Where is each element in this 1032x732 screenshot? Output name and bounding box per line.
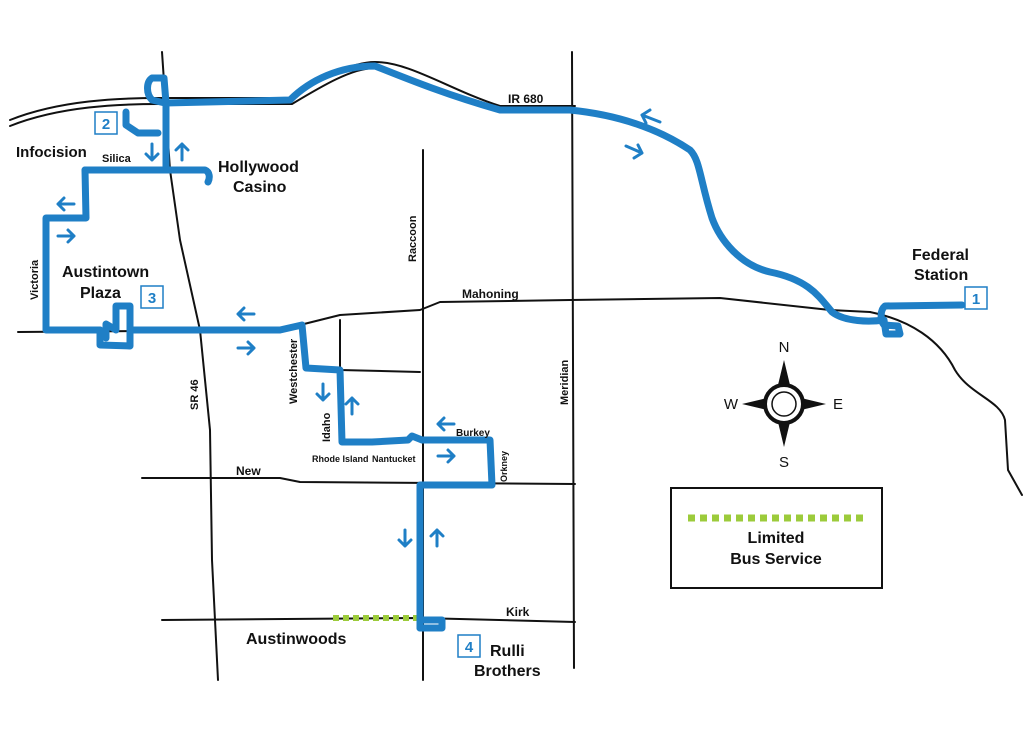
stop-4-number: 4 xyxy=(465,639,474,656)
label-meridian: Meridian xyxy=(559,359,571,405)
arrow-up-icon xyxy=(429,528,445,548)
bus-route xyxy=(42,62,966,632)
label-ir680: IR 680 xyxy=(508,92,544,106)
place-labels: Infocision Hollywood Casino Austintown P… xyxy=(16,144,969,680)
legend-line2: Bus Service xyxy=(730,551,822,568)
label-infocision: Infocision xyxy=(16,144,87,161)
compass-rose: N S W E xyxy=(724,339,843,471)
label-new: New xyxy=(236,464,261,478)
label-silica: Silica xyxy=(102,153,132,165)
stop-3-number: 3 xyxy=(148,290,156,307)
label-austintown: Austintown xyxy=(62,264,149,281)
compass-east-point xyxy=(801,398,826,410)
arrow-west-icon xyxy=(640,108,662,125)
label-sr46: SR 46 xyxy=(189,379,201,410)
label-rhode-island: Rhode Island xyxy=(312,454,369,464)
arrow-up-icon xyxy=(174,142,190,162)
stop-1-number: 1 xyxy=(972,291,980,308)
arrow-east-icon xyxy=(624,143,644,160)
road-labels: IR 680 Silica Victoria Mahoning Raccoon … xyxy=(29,92,571,619)
stop-3-marker: 3 xyxy=(140,285,164,309)
label-federal: Federal xyxy=(912,247,969,264)
stop-markers: 1 2 3 4 xyxy=(94,111,988,658)
westchester-road xyxy=(339,319,421,373)
label-rulli: Rulli xyxy=(490,643,525,660)
compass-n-label: N xyxy=(779,339,790,356)
direction-arrows xyxy=(56,108,662,548)
compass-e-label: E xyxy=(833,396,843,413)
arrow-right-icon xyxy=(56,228,76,244)
meridian-road xyxy=(571,51,575,669)
stop-2-marker: 2 xyxy=(94,111,118,135)
arrow-left-icon xyxy=(56,196,76,212)
legend-line1: Limited xyxy=(748,530,805,547)
label-hollywood: Hollywood xyxy=(218,159,299,176)
label-idaho: Idaho xyxy=(321,412,333,442)
compass-south-point xyxy=(778,422,790,447)
label-plaza: Plaza xyxy=(80,285,121,302)
label-nantucket: Nantucket xyxy=(372,454,416,464)
label-brothers: Brothers xyxy=(474,663,541,680)
arrow-right-icon xyxy=(236,340,256,356)
label-station: Station xyxy=(914,267,968,284)
label-mahoning: Mahoning xyxy=(462,287,519,301)
rail-line xyxy=(869,311,1023,496)
stop-1-marker: 1 xyxy=(964,286,988,310)
arrow-down-icon xyxy=(144,142,160,162)
label-raccoon: Raccoon xyxy=(407,215,419,262)
sr46-road xyxy=(161,51,219,681)
compass-w-label: W xyxy=(724,396,739,413)
arrow-right-icon xyxy=(436,448,456,464)
legend: Limited Bus Service xyxy=(670,487,883,589)
label-burkey: Burkey xyxy=(456,428,490,439)
arrow-down-icon xyxy=(315,382,331,402)
arrow-up-icon xyxy=(344,396,360,416)
arrow-left-icon xyxy=(236,306,256,322)
label-orkney: Orkney xyxy=(499,451,509,482)
label-victoria: Victoria xyxy=(29,259,41,300)
label-kirk: Kirk xyxy=(506,605,530,619)
arrow-down-icon xyxy=(397,528,413,548)
stop-2-number: 2 xyxy=(102,116,110,133)
new-road xyxy=(141,477,576,485)
label-casino: Casino xyxy=(233,179,287,196)
stop-4-marker: 4 xyxy=(457,634,481,658)
compass-north-point xyxy=(778,360,790,385)
label-austinwoods: Austinwoods xyxy=(246,631,347,648)
arrow-left-icon xyxy=(436,416,456,432)
compass-west-point xyxy=(742,398,767,410)
label-westchester: Westchester xyxy=(288,338,300,404)
compass-s-label: S xyxy=(779,454,789,471)
